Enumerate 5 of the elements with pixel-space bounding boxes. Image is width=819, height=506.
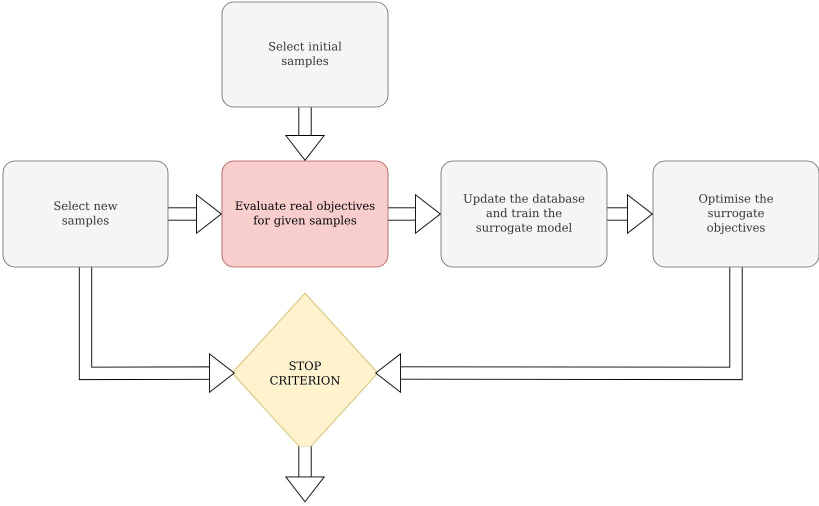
process-box: Optimise the surrogate objectives xyxy=(652,160,819,268)
process-box: Update the database and train the surrogate model xyxy=(440,160,608,268)
process-box: Select initial samples xyxy=(222,2,388,108)
process-box: Evaluate real objectives for given samples xyxy=(222,160,388,268)
process-box: Select new samples xyxy=(2,160,168,268)
